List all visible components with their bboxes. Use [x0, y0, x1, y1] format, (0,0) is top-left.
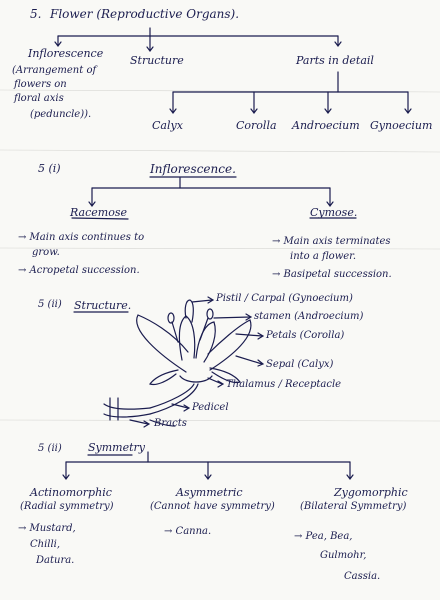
sepal-label: Sepal (Calyx) [266, 359, 334, 370]
section3-number: 5 (ii) [38, 299, 62, 310]
inflorescence-desc-2: flowers on [14, 79, 67, 90]
section2-tree [88, 177, 334, 207]
inflorescence-desc-3: floral axis [14, 93, 64, 104]
cymose-label: Cymose. [310, 206, 358, 219]
flower-drawing [103, 296, 265, 428]
stamen-label: stamen (Androecium) [254, 311, 364, 322]
racemose-point-1a: → Main axis continues to [18, 232, 145, 243]
underlines [71, 176, 357, 456]
gynoecium-label: Gynoecium [370, 119, 433, 132]
asymmetric-label: Asymmetric [176, 486, 243, 499]
pedicel-label: Pedicel [192, 402, 229, 413]
androecium-label: Androecium [292, 119, 360, 132]
cymose-point-1a: → Main axis terminates [272, 236, 391, 247]
section4-number: 5 (ii) [38, 443, 62, 454]
section2-title: Inflorescence. [150, 162, 236, 176]
section4-title: Symmetry [88, 441, 146, 454]
cymose-point-1b: into a flower. [290, 251, 357, 262]
structure-label: Structure [130, 54, 184, 67]
section1-tree [54, 27, 412, 114]
zygomorphic-example-1: → Pea, Bea, [294, 531, 353, 542]
pistil-label: Pistil / Carpal (Gynoecium) [216, 293, 353, 304]
asymmetric-desc: (Cannot have symmetry) [150, 501, 275, 512]
petals-label: Petals (Corolla) [266, 330, 345, 341]
cymose-point-2: → Basipetal succession. [272, 269, 392, 280]
parts-label: Parts in detail [296, 54, 374, 67]
thalamus-label: Thalamus / Receptacle [226, 379, 342, 390]
actinomorphic-example-2: Chilli, [30, 539, 61, 550]
racemose-point-2: → Acropetal succession. [18, 265, 140, 276]
section3-title: Structure. [74, 299, 132, 312]
actinomorphic-label: Actinomorphic [30, 486, 112, 499]
section1-title: Flower (Reproductive Organs). [50, 7, 240, 21]
asymmetric-example: → Canna. [164, 526, 212, 537]
racemose-label: Racemose [70, 206, 127, 219]
inflorescence-desc-4: (peduncle)). [30, 109, 92, 120]
actinomorphic-desc: (Radial symmetry) [20, 501, 114, 512]
bracts-label: Bracts [154, 418, 187, 429]
section1-number: 5. [30, 7, 42, 21]
corolla-label: Corolla [236, 119, 277, 132]
zygomorphic-label: Zygomorphic [334, 486, 408, 499]
zygomorphic-example-2: Gulmohr, [320, 550, 367, 561]
actinomorphic-example-1: → Mustard, [18, 523, 76, 534]
actinomorphic-example-3: Datura. [36, 555, 75, 566]
ruled-lines [0, 89, 440, 422]
zygomorphic-desc: (Bilateral Symmetry) [300, 501, 407, 512]
racemose-point-1b: grow. [32, 247, 60, 258]
section4-tree [62, 451, 354, 480]
inflorescence-desc-1: (Arrangement of [12, 65, 97, 76]
calyx-label: Calyx [152, 119, 183, 132]
inflorescence-label: Inflorescence [28, 47, 104, 60]
zygomorphic-example-3: Cassia. [344, 571, 381, 582]
section2-number: 5 (i) [38, 162, 61, 175]
